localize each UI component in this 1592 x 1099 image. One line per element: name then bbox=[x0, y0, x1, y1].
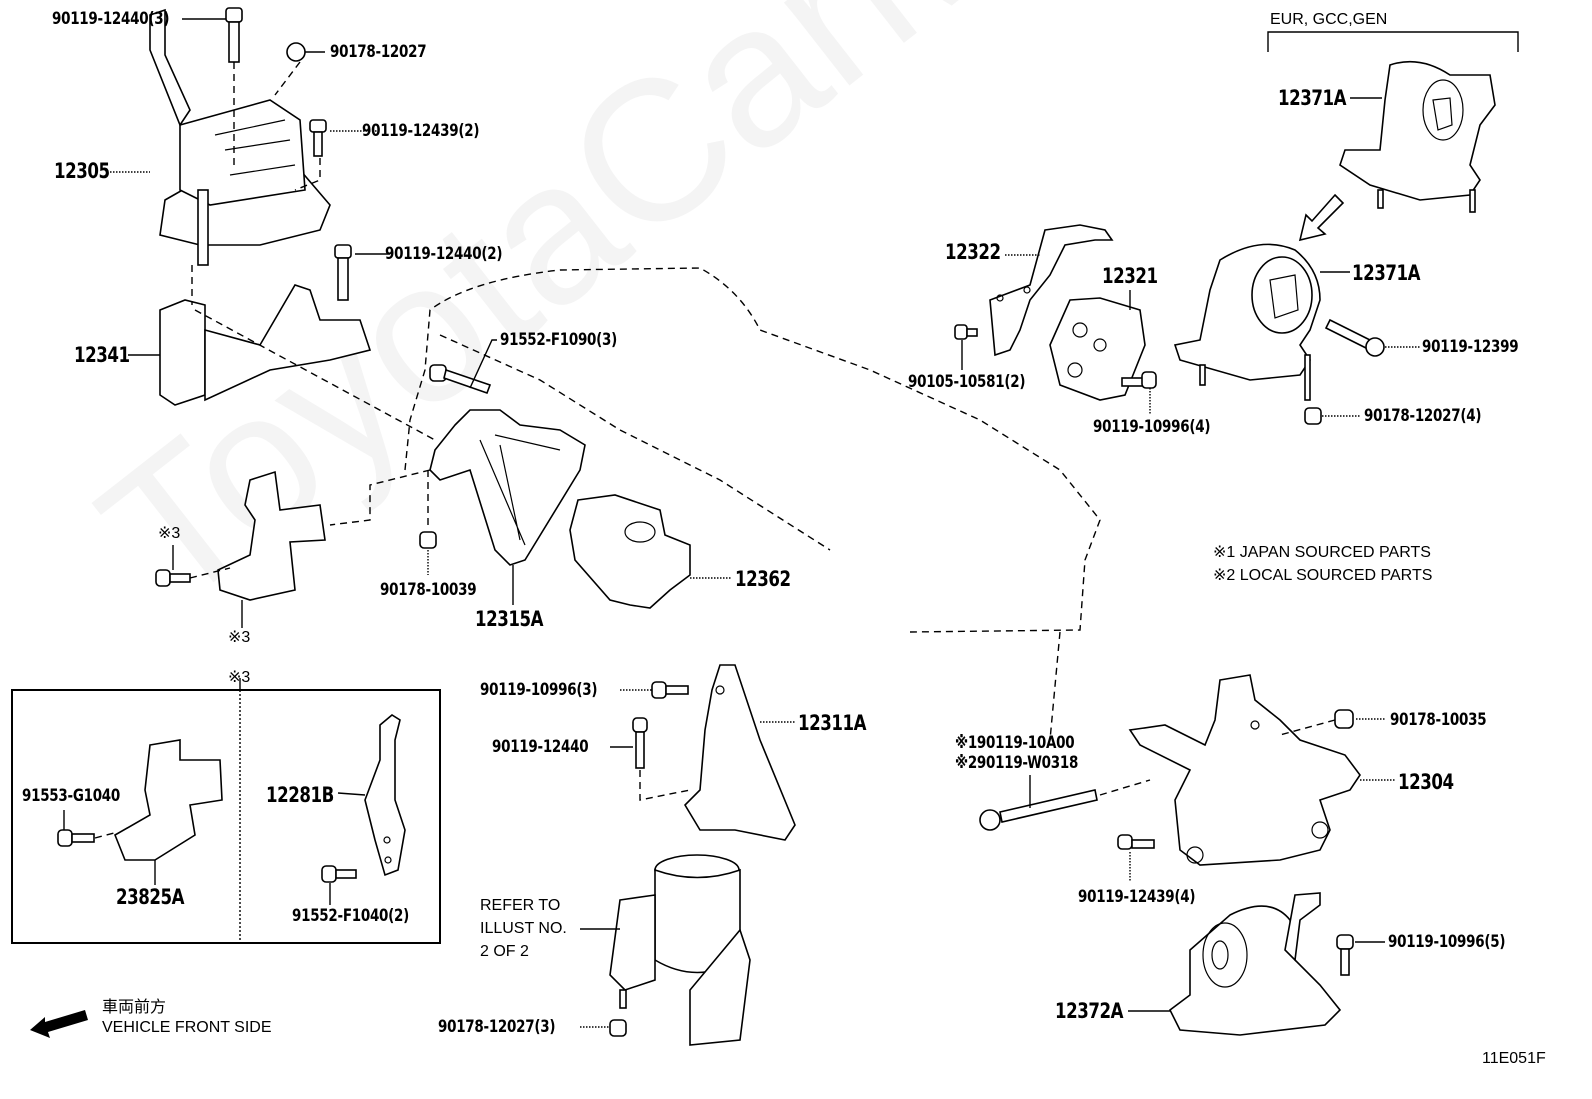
refer-text-line2: ILLUST NO. bbox=[480, 920, 567, 937]
bolt-91552-F1090-3[interactable] bbox=[429, 364, 492, 395]
label-12315A[interactable]: 12315A bbox=[475, 607, 544, 631]
marker-bracket-3: ※3 bbox=[228, 629, 251, 646]
bolt-90119-12440-3[interactable] bbox=[225, 7, 243, 63]
region-label: EUR, GCC,GEN bbox=[1270, 11, 1388, 28]
label-90178-10039[interactable]: 90178-10039 bbox=[380, 580, 477, 600]
arrow-down-left-icon bbox=[1298, 193, 1345, 242]
bolt-90105-10581-2[interactable] bbox=[954, 324, 978, 340]
label-90178-12027[interactable]: 90178-12027 bbox=[330, 42, 427, 62]
part-23825A-bracket[interactable] bbox=[113, 739, 223, 861]
bolt-90119-12399[interactable] bbox=[1324, 318, 1385, 357]
bolt-91552-F1040-2[interactable] bbox=[321, 865, 357, 883]
label-90119-10A00[interactable]: ※190119-10A00 bbox=[955, 733, 1075, 753]
part-12305-mount[interactable] bbox=[149, 8, 331, 266]
label-90119-W0318[interactable]: ※290119-W0318 bbox=[955, 753, 1079, 773]
refer-text-line1: REFER TO bbox=[480, 897, 561, 914]
bolt-90119-10A00-W0318[interactable] bbox=[979, 789, 1098, 831]
label-90119-12440-2[interactable]: 90119-12440(2) bbox=[385, 244, 503, 264]
label-90119-12399[interactable]: 90119-12399 bbox=[1422, 337, 1519, 357]
label-90119-12439-2[interactable]: 90119-12439(2) bbox=[362, 121, 480, 141]
part-12371A[interactable] bbox=[1173, 243, 1321, 401]
part-12281B-bracket[interactable] bbox=[364, 714, 406, 877]
label-23825A[interactable]: 23825A bbox=[116, 885, 185, 909]
label-12371A-eur[interactable]: 12371A bbox=[1278, 86, 1347, 110]
part-12322-bracket[interactable] bbox=[989, 224, 1114, 357]
label-90119-12439-4[interactable]: 90119-12439(4) bbox=[1078, 887, 1196, 907]
label-12322[interactable]: 12322 bbox=[945, 240, 1001, 264]
label-91552-F1040-2[interactable]: 91552-F1040(2) bbox=[292, 906, 410, 926]
label-90119-12440[interactable]: 90119-12440 bbox=[492, 737, 589, 757]
direction-en: VEHICLE FRONT SIDE bbox=[102, 1019, 272, 1036]
label-91552-F1090-3[interactable]: 91552-F1090(3) bbox=[500, 330, 618, 350]
part-12372A-mount[interactable] bbox=[1168, 892, 1342, 1036]
part-12371A-eur[interactable] bbox=[1339, 60, 1496, 213]
bolt-90119-12439-4[interactable] bbox=[1117, 834, 1155, 850]
part-12341-bracket[interactable] bbox=[159, 284, 372, 406]
label-90119-10996-5[interactable]: 90119-10996(5) bbox=[1388, 932, 1506, 952]
label-90119-10996-3[interactable]: 90119-10996(3) bbox=[480, 680, 598, 700]
nut-90178-10035[interactable] bbox=[1334, 709, 1354, 729]
part-12315A-bracket[interactable] bbox=[429, 409, 586, 566]
part-12362-insulator[interactable] bbox=[569, 494, 691, 609]
refer-text-line3: 2 OF 2 bbox=[480, 943, 529, 960]
part-mount-refer-2-of-2[interactable] bbox=[609, 854, 751, 1046]
nut-90178-12027-4[interactable] bbox=[1304, 407, 1322, 425]
label-90178-12027-4[interactable]: 90178-12027(4) bbox=[1364, 406, 1482, 426]
bolt-90119-12440[interactable] bbox=[632, 717, 648, 769]
bolt-90119-10996-3[interactable] bbox=[651, 681, 689, 699]
bolt-91553-G1040[interactable] bbox=[57, 829, 95, 847]
bolt-marked-3[interactable] bbox=[155, 569, 191, 587]
note-japan-sourced: ※1 JAPAN SOURCED PARTS bbox=[1213, 544, 1431, 561]
label-12371A[interactable]: 12371A bbox=[1352, 261, 1421, 285]
label-90178-12027-3[interactable]: 90178-12027(3) bbox=[438, 1017, 556, 1037]
nut-90178-12027-3[interactable] bbox=[609, 1019, 627, 1037]
label-12321[interactable]: 12321 bbox=[1102, 264, 1158, 288]
label-12304[interactable]: 12304 bbox=[1398, 770, 1454, 794]
label-12362[interactable]: 12362 bbox=[735, 567, 791, 591]
bolt-90119-10996-5[interactable] bbox=[1336, 934, 1354, 976]
note-local-sourced: ※2 LOCAL SOURCED PARTS bbox=[1213, 567, 1433, 584]
label-12341[interactable]: 12341 bbox=[74, 343, 130, 367]
label-90119-10996-4[interactable]: 90119-10996(4) bbox=[1093, 417, 1211, 437]
label-12311A[interactable]: 12311A bbox=[798, 711, 867, 735]
vehicle-front-arrow-icon bbox=[30, 1010, 88, 1038]
label-90119-12440-3[interactable]: 90119-12440(3) bbox=[52, 9, 170, 29]
nut-90178-10039[interactable] bbox=[419, 531, 437, 549]
label-90105-10581-2[interactable]: 90105-10581(2) bbox=[908, 372, 1026, 392]
part-12311A-bracket[interactable] bbox=[683, 664, 796, 841]
direction-jp: 車両前方 bbox=[102, 999, 167, 1016]
bolt-90119-12440-2[interactable] bbox=[334, 244, 352, 301]
engine-outline-inner bbox=[439, 334, 831, 551]
nut-90178-12027[interactable] bbox=[286, 42, 306, 62]
part-12304-bracket[interactable] bbox=[1128, 674, 1361, 866]
marker-bolt-3: ※3 bbox=[158, 525, 181, 542]
engine-outline bbox=[404, 267, 1101, 633]
part-bracket-marked-3[interactable] bbox=[217, 470, 326, 601]
label-91553-G1040[interactable]: 91553-G1040 bbox=[22, 786, 121, 806]
bolt-90119-10996-4[interactable] bbox=[1121, 371, 1157, 389]
label-90178-10035[interactable]: 90178-10035 bbox=[1390, 710, 1487, 730]
region-bracket-line bbox=[1267, 31, 1519, 52]
label-12281B[interactable]: 12281B bbox=[266, 783, 334, 807]
group-box-marked-3 bbox=[11, 689, 441, 944]
bolt-90119-12439-2[interactable] bbox=[309, 119, 327, 157]
label-12372A[interactable]: 12372A bbox=[1055, 999, 1124, 1023]
part-12321-mount[interactable] bbox=[1049, 297, 1146, 401]
diagram-code: 11E051F bbox=[1482, 1050, 1546, 1067]
group-marker-3: ※3 bbox=[228, 669, 251, 686]
label-12305[interactable]: 12305 bbox=[54, 159, 110, 183]
